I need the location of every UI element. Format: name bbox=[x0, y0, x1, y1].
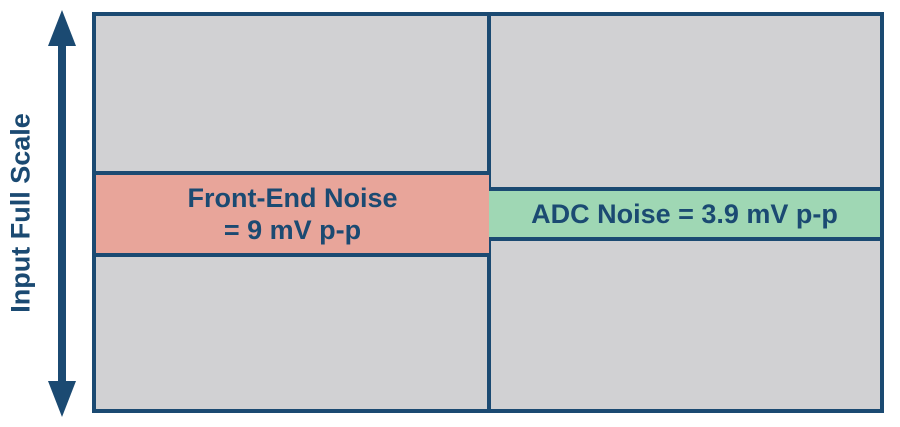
double-headed-arrow bbox=[48, 10, 76, 417]
arrow-shaft bbox=[58, 40, 66, 387]
front-end-noise-value: = 9 mV p-p bbox=[223, 215, 362, 245]
adc-noise-band: ADC Noise = 3.9 mV p-p bbox=[489, 187, 880, 241]
front-end-noise-band: Front-End Noise = 9 mV p-p bbox=[96, 171, 489, 257]
noise-comparison-box: Front-End Noise = 9 mV p-p ADC Noise = 3… bbox=[92, 12, 884, 413]
input-full-scale-label: Input Full Scale bbox=[5, 113, 36, 313]
arrow-head-up bbox=[48, 10, 76, 46]
front-end-noise-title: Front-End Noise bbox=[187, 182, 398, 213]
arrow-head-down bbox=[48, 381, 76, 417]
adc-noise-label: ADC Noise = 3.9 mV p-p bbox=[531, 198, 838, 229]
